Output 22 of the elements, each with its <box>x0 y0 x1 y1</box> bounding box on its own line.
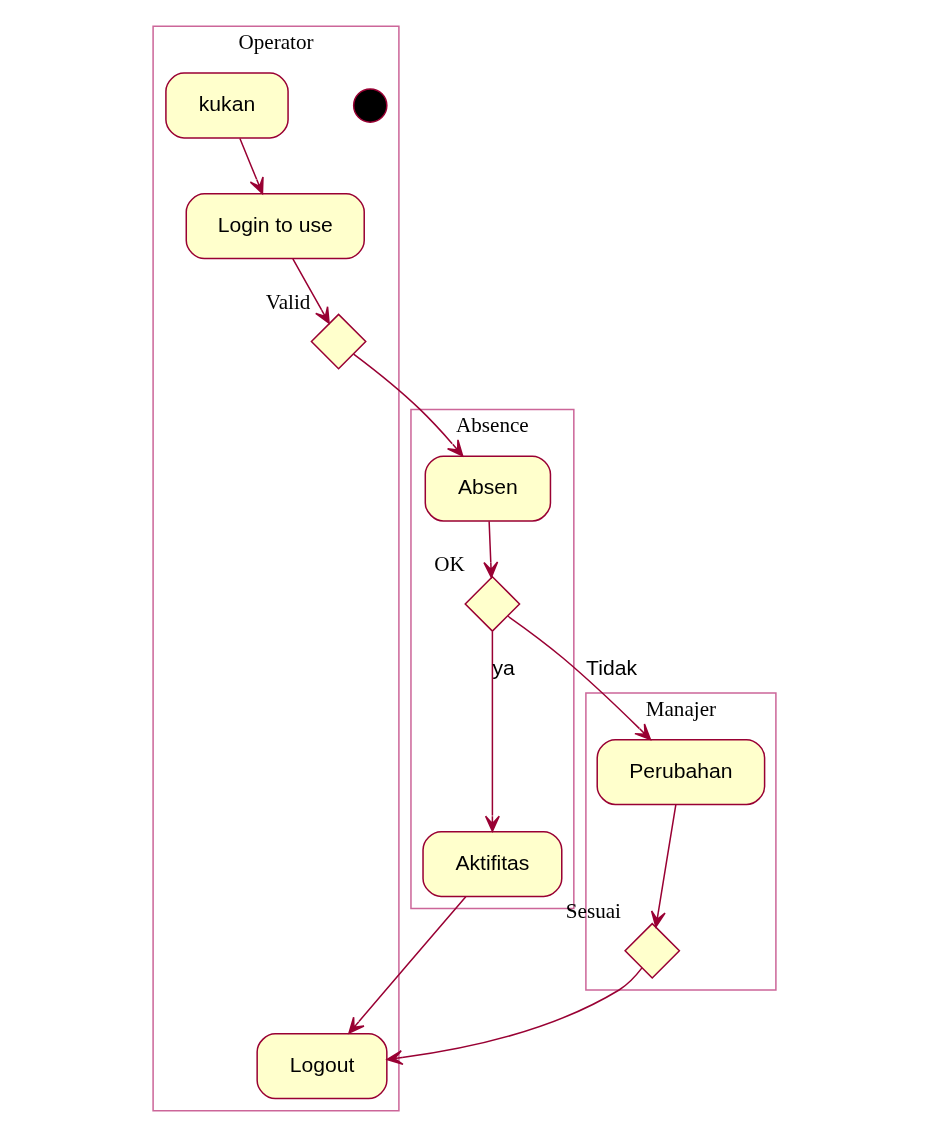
arrow <box>292 258 330 324</box>
arrow <box>239 137 264 195</box>
arrow <box>348 895 467 1034</box>
arrow <box>650 803 677 928</box>
node-diamond <box>624 922 681 979</box>
arrow <box>483 520 499 579</box>
node-box: Aktifitas <box>422 830 563 898</box>
arrow <box>386 967 643 1066</box>
node-diamond <box>310 313 367 370</box>
node-label: OK <box>434 552 465 577</box>
edge-label: Tidak <box>586 656 637 680</box>
arrow <box>507 615 652 741</box>
node-box: Logout <box>256 1032 388 1100</box>
arrow <box>352 353 464 457</box>
node-diamond <box>464 575 521 633</box>
node-box: Absen <box>424 455 552 522</box>
arrow <box>484 630 500 832</box>
node-box: kukan <box>165 72 289 139</box>
node-box: Login to use <box>185 193 365 260</box>
node-label: Valid <box>265 289 311 314</box>
node-box: Perubahan <box>596 738 766 806</box>
node-circle <box>352 88 388 123</box>
